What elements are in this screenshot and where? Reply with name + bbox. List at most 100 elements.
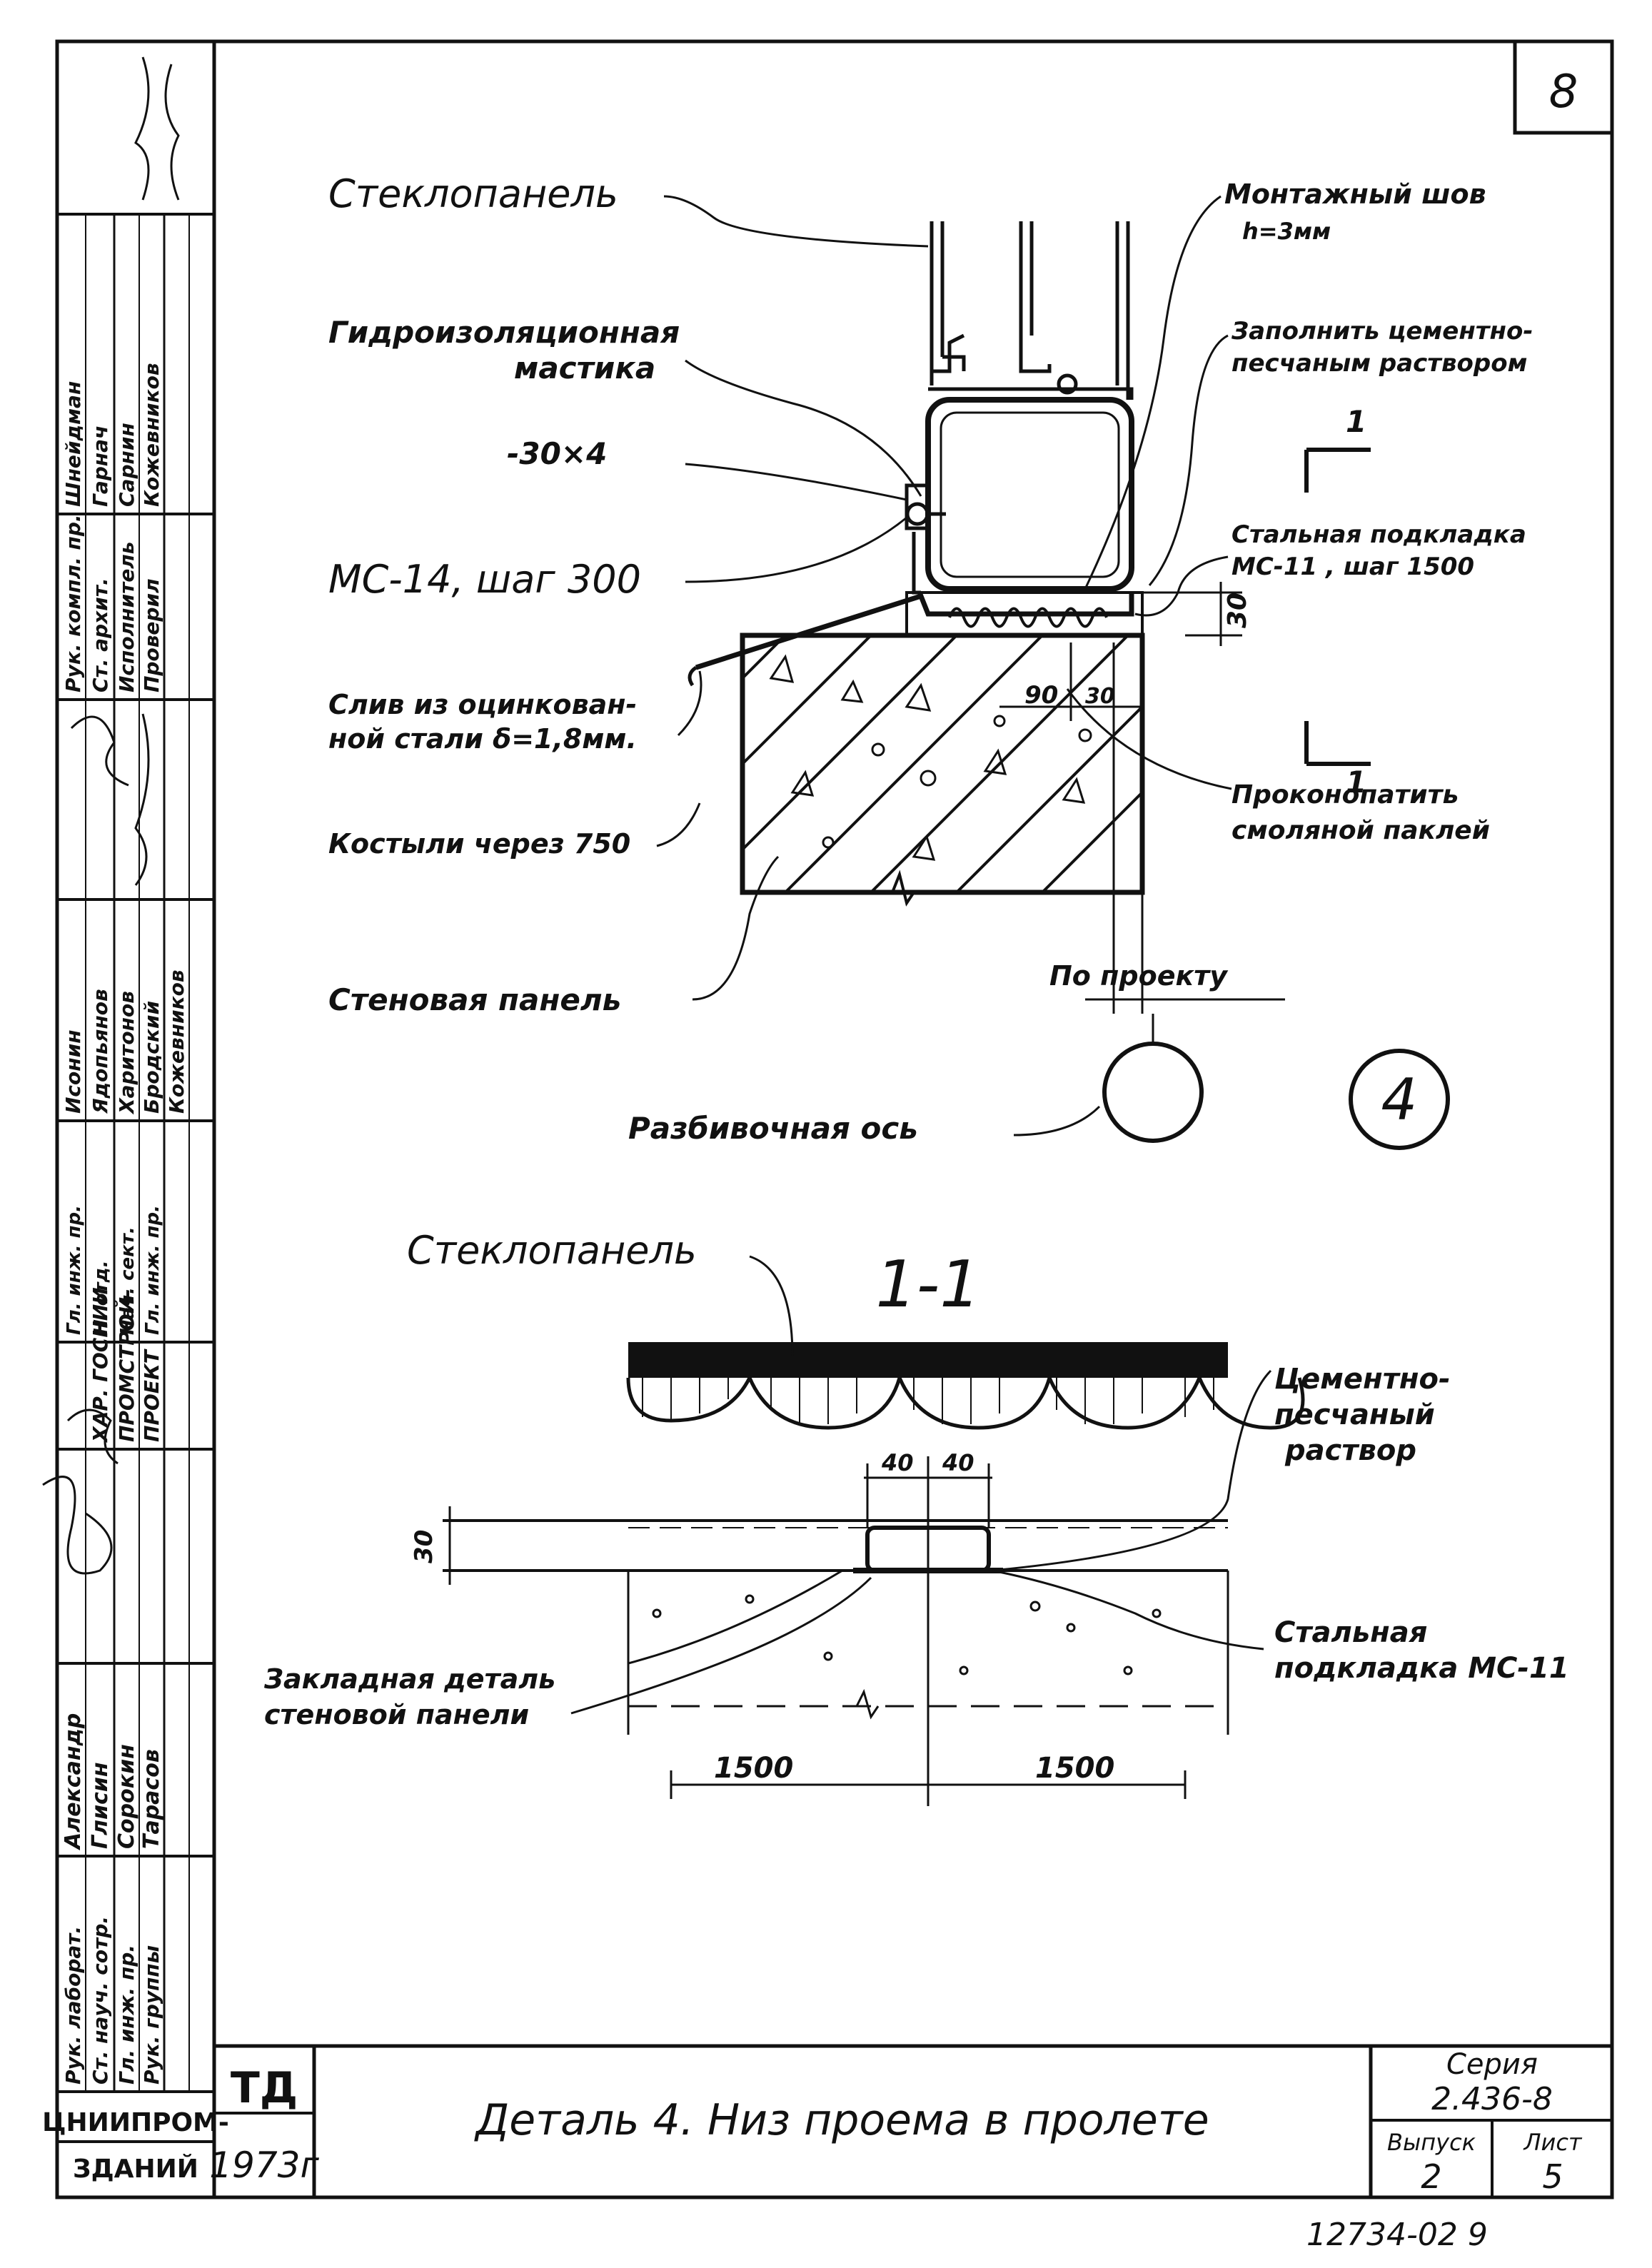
stamp-role: Исполнитель (115, 541, 138, 692)
archive-number: 12734-02 9 (1306, 2217, 1488, 2253)
stamp-org: ПРОМСТРОЙ- (114, 1289, 138, 1442)
concrete-aggregate (769, 654, 1092, 861)
title-issue-label: Выпуск (1387, 2129, 1476, 2156)
label-waterproof-mastic-2: мастика (514, 351, 655, 385)
label-mortar-2: песчаный (1274, 1398, 1435, 1431)
detail-number-circle (1349, 1049, 1450, 1150)
title-year: 1973г (209, 2144, 319, 2186)
dim-40-right-label: 40 (942, 1449, 974, 1476)
stamp-name: Кожевников (140, 363, 163, 507)
stamp-role: Рук. лаборат. (61, 1926, 85, 2085)
detail-number: 4 (1381, 1067, 1418, 1133)
title-issue-value: 2 (1421, 2157, 1441, 2196)
stamp-name: Тарасов (139, 1749, 164, 1849)
section-mark-top (1304, 448, 1371, 493)
stamp-org: ПРОЕКТ (140, 1349, 163, 1442)
stamp-role: Гл. инж. пр. (142, 1205, 163, 1335)
label-glass-panel-top: Стеклопанель (328, 171, 618, 216)
section-1-1: 1-1 (263, 1228, 1569, 1806)
label-mortar-1: Цементно- (1274, 1363, 1451, 1396)
aggregate-section (652, 1594, 1162, 1675)
label-mounting-joint-sub: h=3мм (1242, 218, 1331, 245)
dim-1500-1500 (670, 1770, 1187, 1799)
label-plate-2: подкладка МС-11 (1274, 1652, 1569, 1685)
layout-axis-bubble (1102, 1042, 1204, 1143)
glass-panel-frame (928, 221, 1134, 400)
label-drip-1: Слив из оцинкован- (328, 689, 637, 720)
label-drip-2: ной стали δ=1,8мм. (328, 723, 637, 755)
label-plate-1: Стальная (1274, 1616, 1427, 1649)
label-steel-plate-1: Стальная подкладка (1232, 520, 1526, 549)
title-sheet-label: Лист (1523, 2129, 1582, 2156)
stamp-name: Ядопьянов (89, 989, 112, 1114)
wall-panel-section (627, 1571, 1229, 1735)
section-mark-bottom (1304, 721, 1371, 766)
label-steel-plate-2: МС-11 , шаг 1500 (1232, 553, 1474, 581)
label-glass-panel-section: Стеклопанель (407, 1228, 697, 1273)
dim-30-top (1185, 582, 1242, 646)
signatures (42, 56, 180, 1575)
title-institute-1: ЦНИИПРОМ- (42, 2108, 229, 2137)
stamp-name: Глисин (88, 1762, 113, 1849)
title-block (57, 2046, 1612, 2197)
dim-1500-left-label: 1500 (714, 1752, 793, 1785)
label-embedded-2: стеновой панели (264, 1699, 529, 1730)
mortar-layer-section (443, 1519, 1228, 1572)
label-mounting-joint: Монтажный шов (1224, 178, 1486, 210)
caulk-coil (948, 607, 1108, 628)
side-stamp-texts: Рук. лаборат. Ст. науч. сотр. Гл. инж. п… (61, 363, 188, 2085)
label-waterproof-mastic-1: Гидроизоляционная (328, 315, 680, 350)
stamp-role: Рук. группы (140, 1945, 163, 2085)
dim-90-30 (999, 642, 1142, 721)
glass-panel-hatch (642, 1378, 1214, 1424)
title-series-value: 2.436-8 (1431, 2081, 1553, 2117)
label-fill-mortar-2: песчаным раствором (1232, 349, 1527, 378)
section-leader-lines (570, 1255, 1272, 1715)
dim-30-top-label: 30 (1223, 593, 1252, 628)
stamp-name: Шнейдман (61, 381, 85, 507)
stamp-name: Александр (61, 1713, 86, 1850)
label-mortar-3: раствор (1284, 1434, 1416, 1467)
title-sheet-value: 5 (1542, 2157, 1563, 2196)
concrete-hatch (741, 634, 1144, 894)
stamp-role: Проверил (140, 578, 163, 692)
title-org-code: ТД (231, 2063, 298, 2113)
stamp-role: Рук. компл. пр. (61, 514, 85, 692)
sheet-number: 8 (1549, 66, 1578, 119)
leader-lines (656, 195, 1232, 1136)
title-main: Деталь 4. Низ проема в пролете (473, 2095, 1209, 2145)
label-crutches: Костыли через 750 (328, 828, 630, 860)
stamp-name: Гарнач (89, 425, 112, 507)
dim-1500-right-label: 1500 (1035, 1752, 1114, 1785)
glass-panel-scallops (626, 1372, 1305, 1430)
stamp-name: Исонин (61, 1029, 85, 1114)
detail-4: 30 90 30 4 1 1 (328, 171, 1533, 1150)
steel-tube (925, 397, 1134, 592)
stamp-role: Гл. инж. пр. (64, 1205, 85, 1335)
stamp-role: Нач. сект. (117, 1226, 138, 1335)
stamp-role: Ст. науч. сотр. (89, 1916, 112, 2085)
stamp-name: Кожевников (165, 969, 188, 1114)
stamp-role: Н. отд. (91, 1261, 112, 1336)
label-fill-mortar-1: Заполнить цементно- (1231, 317, 1533, 346)
dim-90-label: 90 (1024, 681, 1058, 710)
drip-flashing (695, 593, 1134, 670)
label-caulk-1: Проконопатить (1232, 780, 1459, 810)
stamp-name: Сарнин (115, 423, 138, 507)
label-caulk-2: смоляной паклей (1232, 816, 1490, 845)
dim-40-40 (864, 1463, 992, 1528)
label-ms14: МС-14, шаг 300 (328, 557, 641, 602)
stamp-name: Бродский (140, 1001, 163, 1114)
dim-40-left-label: 40 (881, 1449, 914, 1476)
stamp-role: Гл. инж. пр. (115, 1945, 138, 2085)
label-by-project: По проекту (1049, 960, 1229, 992)
glass-panel-band (628, 1342, 1228, 1378)
section-mark-bottom-label: 1 (1346, 765, 1366, 800)
dim-30-small-label: 30 (1085, 684, 1115, 709)
label-wall-panel: Стеновая панель (328, 982, 621, 1017)
title-institute-2: ЗДАНИЙ (73, 2154, 198, 2184)
stamp-role: Ст. архит. (89, 578, 112, 692)
label-strip: -30×4 (507, 436, 607, 471)
title-series-label: Серия (1446, 2048, 1538, 2081)
